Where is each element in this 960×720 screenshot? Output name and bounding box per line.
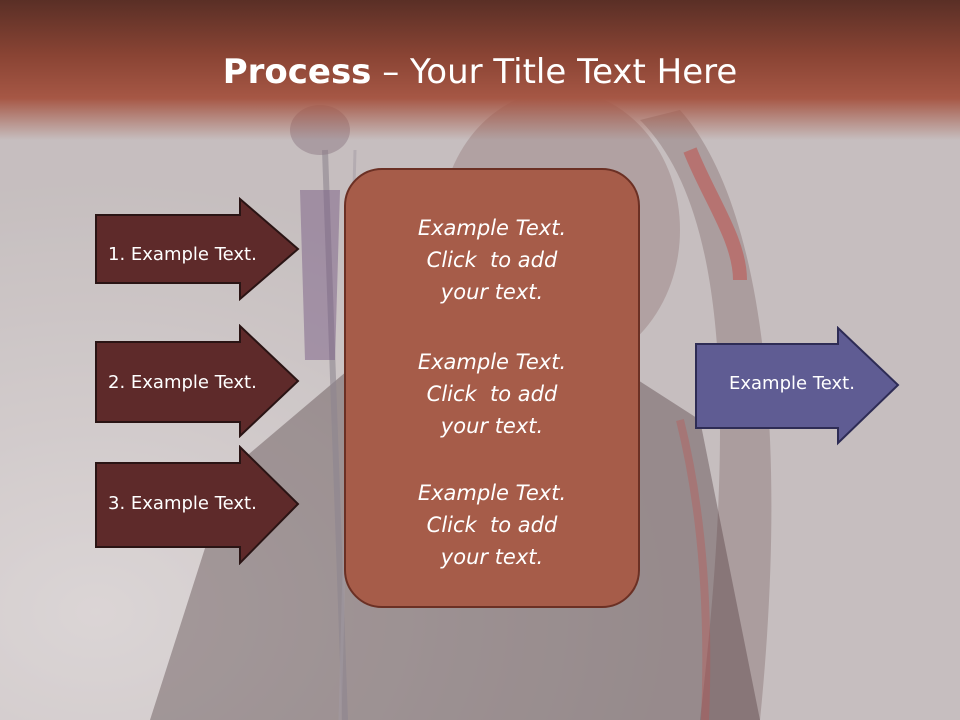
center-paragraph-3: Example Text. Click to add your text. [344, 477, 640, 573]
slide-title-bold: Process [222, 52, 372, 92]
right-arrow[interactable] [694, 326, 900, 446]
center-paragraph-3-line-1: Example Text. [417, 481, 567, 505]
center-paragraph-2-line-2: Click to add [426, 382, 558, 406]
left-arrow-3[interactable] [94, 445, 300, 565]
right-arrow-label: Example Text. [729, 373, 855, 394]
center-paragraph-1-line-2: Click to add [426, 248, 558, 272]
slide-title[interactable]: Process – Your Title Text Here [0, 52, 960, 92]
title-bar [0, 0, 960, 140]
center-paragraph-1-line-3: your text. [440, 280, 544, 304]
center-text-box[interactable] [344, 168, 640, 608]
left-arrow-3-label: 3. Example Text. [108, 493, 257, 514]
center-paragraph-3-line-3: your text. [440, 545, 544, 569]
center-paragraph-2-line-3: your text. [440, 414, 544, 438]
left-arrow-2-label: 2. Example Text. [108, 372, 257, 393]
center-paragraph-2: Example Text. Click to add your text. [344, 346, 640, 442]
left-arrow-1-label: 1. Example Text. [108, 244, 257, 265]
center-paragraph-2-line-1: Example Text. [417, 350, 567, 374]
center-paragraph-1-line-1: Example Text. [417, 216, 567, 240]
center-paragraph-1: Example Text. Click to add your text. [344, 212, 640, 308]
left-arrow-2[interactable] [94, 324, 300, 438]
center-paragraph-3-line-2: Click to add [426, 513, 558, 537]
slide-title-rest: – Your Title Text Here [371, 52, 738, 92]
left-arrow-1[interactable] [94, 197, 300, 301]
